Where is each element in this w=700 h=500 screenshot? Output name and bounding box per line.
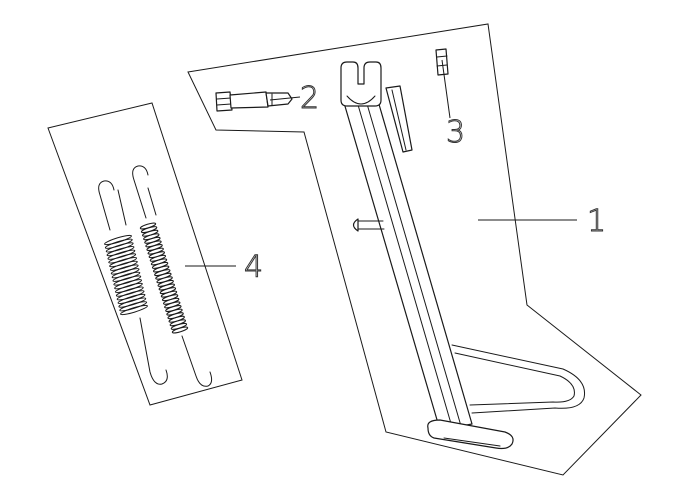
callout-1: 1 xyxy=(587,204,606,239)
leader-line-2 xyxy=(269,96,301,101)
callout-2: 2 xyxy=(300,81,319,116)
callout-4: 4 xyxy=(244,250,263,285)
kickstand-part xyxy=(340,61,586,450)
callout-3: 3 xyxy=(446,115,465,150)
leader-line-3 xyxy=(441,59,451,119)
springs-panel xyxy=(47,102,243,406)
springs-part xyxy=(98,165,213,387)
spring-left xyxy=(98,180,168,385)
spring-right xyxy=(132,165,213,387)
